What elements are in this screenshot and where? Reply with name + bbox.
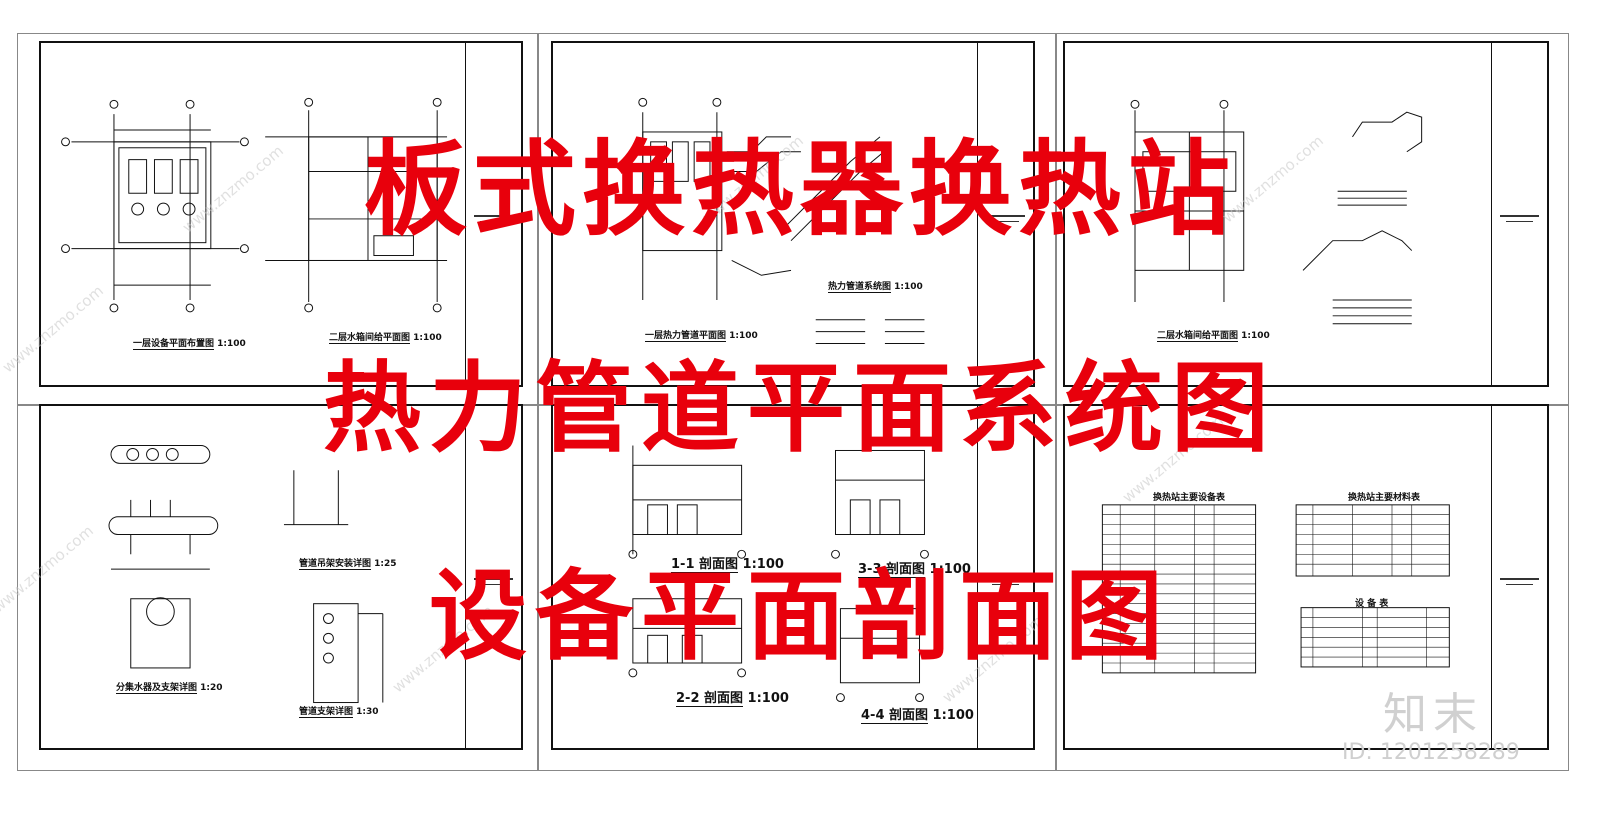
table-caption: 换热站主要材料表 xyxy=(1348,493,1421,503)
floor-plan-drawing xyxy=(61,97,448,313)
main-title: 板式换热器换热站 xyxy=(364,129,1236,250)
drawing-caption: 热力管道系统图 1:100 xyxy=(828,282,923,293)
section-drawing xyxy=(628,445,929,703)
drawing-caption: 二层水箱间给平面图 1:100 xyxy=(329,333,442,344)
drawing-caption: 1-1 剖面图 1:100 xyxy=(671,557,784,573)
drawing-sheet-5: 1-1 剖面图 1:100 2-2 剖面图 1:100 3-3 剖面图 1:10… xyxy=(551,404,1035,750)
detail-drawing xyxy=(108,445,384,704)
watermark-logo: 知末 xyxy=(1383,689,1483,740)
table-caption: 设 备 表 xyxy=(1355,599,1389,609)
drawing-sheet-1: 一层设备平面布置图 1:100 二层水箱间给平面图 1:100 xyxy=(39,41,523,387)
drawing-sheet-2: 一层热力管道平面图 1:100 热力管道系统图 1:100 xyxy=(551,41,1035,387)
drawing-caption: 3-3 剖面图 1:100 xyxy=(858,562,971,578)
title-block xyxy=(1491,406,1547,748)
piping-plan-drawing xyxy=(638,97,925,344)
subtitle-line-3: 设备平面剖面图 xyxy=(428,559,1171,674)
title-block xyxy=(465,406,521,748)
sheet-divider xyxy=(1055,33,1057,771)
drawing-caption: 分集水器及支架详图 1:20 xyxy=(116,683,223,694)
title-block xyxy=(977,406,1033,748)
title-block xyxy=(977,43,1033,385)
subtitle-line-2: 热力管道平面系统图 xyxy=(322,351,1277,466)
drawing-sheet-4: 分集水器及支架详图 1:20 管道吊架安装详图 1:25 管道支架详图 1:30 xyxy=(39,404,523,750)
title-block xyxy=(465,43,521,385)
drawing-caption: 4-4 剖面图 1:100 xyxy=(861,708,974,724)
drawing-caption: 管道吊架安装详图 1:25 xyxy=(299,559,397,570)
title-block xyxy=(1491,43,1547,385)
drawing-sheet-6: 换热站主要设备表 换热站主要材料表 设 备 表 xyxy=(1063,404,1549,750)
drawing-frame xyxy=(17,33,1569,771)
drawing-caption: 2-2 剖面图 1:100 xyxy=(676,691,789,707)
equipment-tables xyxy=(1101,504,1450,674)
drawing-caption: 一层热力管道平面图 1:100 xyxy=(645,331,758,342)
drawing-sheet-3: 二层水箱间给平面图 1:100 xyxy=(1063,41,1549,387)
drawing-caption: 一层设备平面布置图 1:100 xyxy=(133,339,246,350)
sheet-divider xyxy=(537,33,539,771)
table-caption: 换热站主要设备表 xyxy=(1153,493,1226,503)
tank-room-drawing xyxy=(1130,99,1423,325)
drawing-caption: 二层水箱间给平面图 1:100 xyxy=(1157,331,1270,342)
drawing-caption: 管道支架详图 1:30 xyxy=(299,707,379,718)
image-id-label: ID: 1201258289 xyxy=(1342,740,1520,765)
